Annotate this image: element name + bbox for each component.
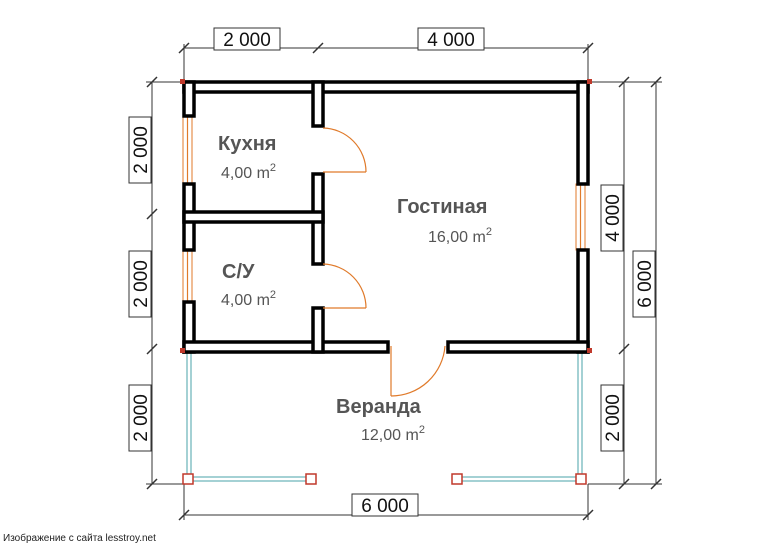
dim-bottom: 6 000: [361, 496, 409, 517]
veranda-railings: [186, 353, 583, 482]
room-kitchen-area: 4,00 m2: [221, 162, 276, 182]
door-entrance: [390, 345, 446, 397]
room-bathroom-area: 4,00 m2: [221, 289, 276, 309]
room-labels: Кухня 4,00 m2 С/У 4,00 m2 Гостиная 16,00…: [218, 133, 492, 444]
room-living-area: 16,00 m2: [428, 226, 492, 246]
dim-left-top: 2 000: [131, 126, 152, 174]
corner-markers: [180, 79, 592, 353]
dim-top-right: 4 000: [427, 30, 475, 51]
dim-right-outer: 6 000: [635, 260, 656, 308]
room-bathroom-name: С/У: [222, 261, 255, 283]
door-kitchen: [322, 127, 367, 173]
room-living-name: Гостиная: [397, 196, 487, 218]
doors: [322, 127, 446, 397]
room-veranda-name: Веранда: [336, 396, 422, 418]
dim-left-bottom: 2 000: [131, 394, 152, 442]
dim-right-inner-top: 4 000: [603, 194, 624, 242]
room-veranda-area: 12,00 m2: [361, 424, 425, 444]
dimension-labels: 2 000 4 000 6 000 2 000 2 000 2 000 4 00…: [128, 27, 656, 517]
dim-top-left: 2 000: [223, 30, 271, 51]
image-credit: Изображение с сайта lesstroy.net: [3, 532, 156, 544]
dim-right-inner-bottom: 2 000: [603, 394, 624, 442]
veranda-posts: [182, 473, 587, 485]
walls: [182, 80, 590, 354]
room-kitchen-name: Кухня: [218, 133, 276, 155]
dim-left-middle: 2 000: [131, 260, 152, 308]
door-bathroom: [322, 263, 367, 309]
